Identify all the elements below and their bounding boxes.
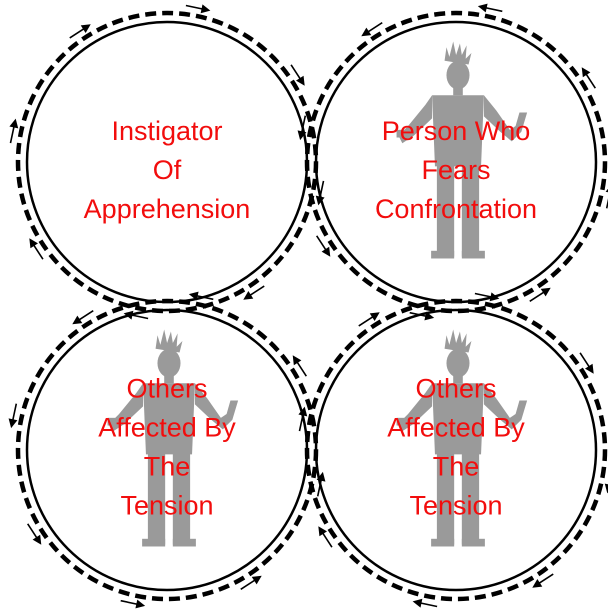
direction-arrow-icon [356,309,382,330]
circle-label-line: Instigator [111,116,222,146]
direction-arrow-icon [287,62,308,88]
circle-label-line: Apprehension [84,194,251,224]
circle-label-line: Tension [409,491,502,521]
direction-arrow-icon [477,2,503,16]
circle-label-line: Tension [120,491,213,521]
direction-arrow-icon [7,403,21,429]
circle-label-line: Affected By [98,413,236,443]
circle-label-line: The [144,452,191,482]
direction-arrow-icon [67,21,93,42]
circle-label-line: Affected By [387,413,525,443]
circle-label-line: Fears [421,155,490,185]
direction-arrow-icon [6,118,20,144]
person-figure-icon [397,42,528,259]
direction-arrow-icon [576,350,597,376]
circle-label-line: Others [415,374,496,404]
direction-arrow-icon [188,290,214,304]
circle-label-line: Person Who [382,116,531,146]
direction-arrow-icon [289,353,310,379]
direction-arrow-icon [578,65,599,91]
circle-label-line: Of [153,155,182,185]
circle-label-line: Others [126,374,207,404]
circle-label-line: Confrontation [375,194,537,224]
circle-label-line: The [433,452,480,482]
